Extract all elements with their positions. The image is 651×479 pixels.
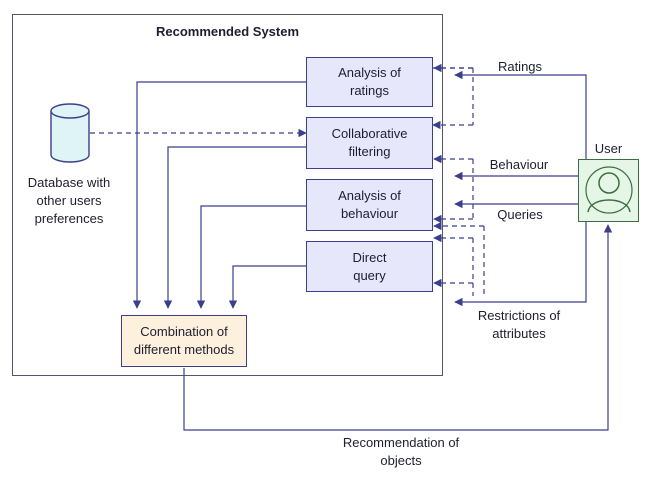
analysis-of-ratings-box: Analysis of ratings — [306, 57, 433, 107]
restrictions-input-line — [454, 222, 587, 307]
queries-dashed-branch — [434, 226, 485, 296]
recommendation-line — [183, 224, 613, 431]
collaborative-to-combination-line — [163, 146, 306, 309]
behaviour-dashed-bracket — [434, 159, 474, 219]
collaborative-filtering-box: Collaborative filtering — [306, 117, 433, 169]
user-avatar-icon — [585, 166, 633, 214]
user-box — [578, 159, 639, 222]
query-to-combination-line — [228, 265, 306, 309]
recommendation-flow-label: Recommendation of objects — [342, 435, 460, 468]
combination-box: Combination of different methods — [121, 315, 247, 367]
ratings-input-line — [454, 70, 587, 160]
restrictions-flow-label: Restrictions of attributes — [477, 308, 561, 341]
ratings-flow-label: Ratings — [497, 59, 543, 74]
system-title: Recommended System — [155, 24, 300, 39]
queries-flow-label: Queries — [497, 207, 543, 222]
restrictions-dashed-bracket — [434, 238, 474, 296]
recommended-system-frame — [12, 14, 443, 376]
ratings-dashed-bracket — [433, 67, 474, 125]
ratings-to-combination-line — [132, 81, 306, 309]
direct-query-box: Direct query — [306, 241, 433, 292]
database-cylinder-icon — [50, 103, 90, 163]
database-label: Database with other users preferences — [27, 175, 111, 226]
analysis-of-behaviour-box: Analysis of behaviour — [306, 179, 433, 231]
user-label: User — [594, 141, 623, 156]
behaviour-to-combination-line — [196, 205, 306, 309]
behaviour-flow-label: Behaviour — [489, 157, 549, 172]
